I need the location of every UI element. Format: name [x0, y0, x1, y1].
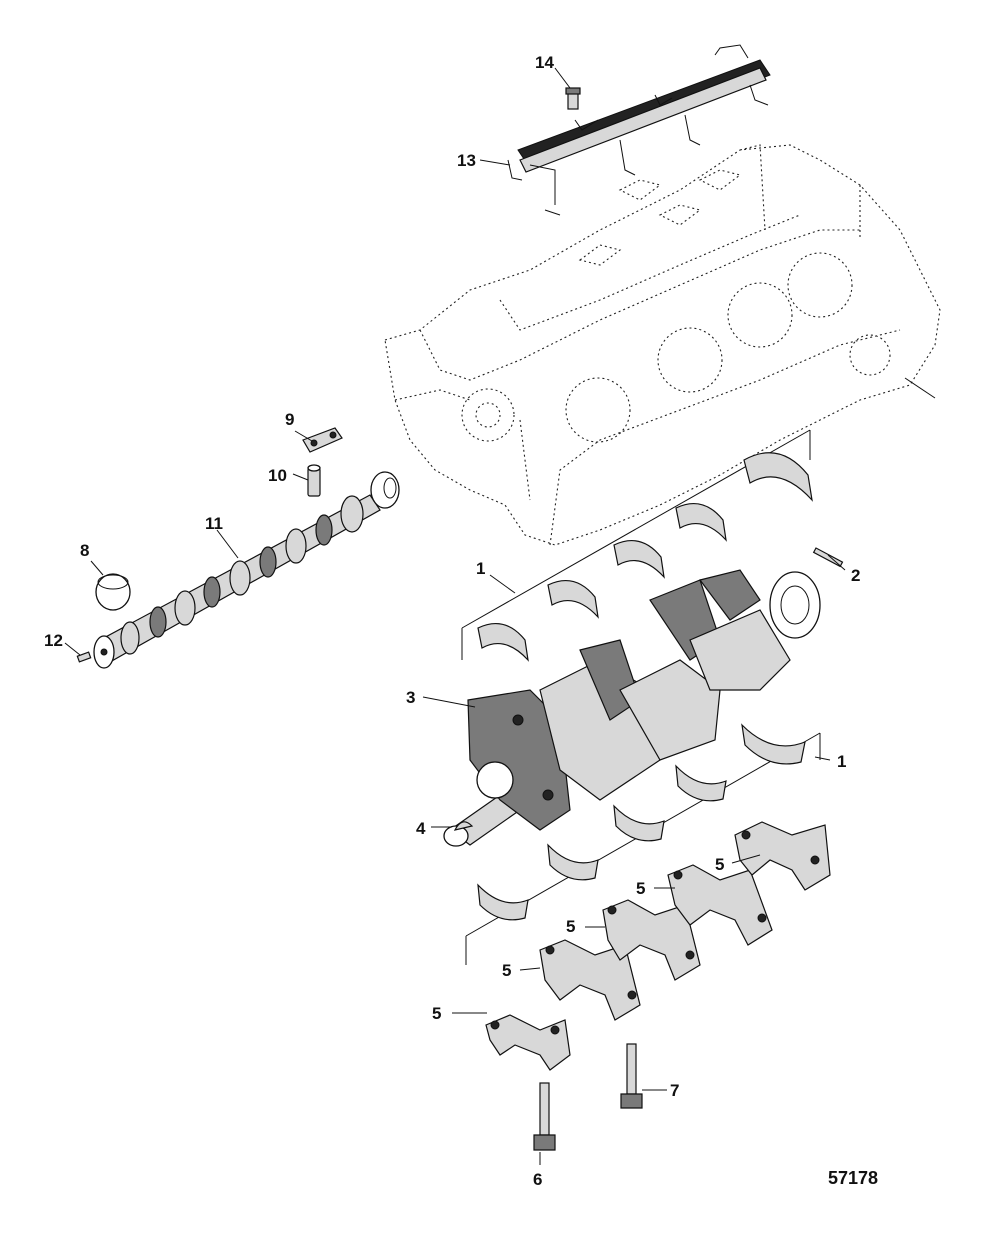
callout-10: 10: [268, 466, 287, 485]
camshaft: [93, 471, 400, 669]
main-bearing-caps: [485, 821, 831, 1071]
lower-bearing-set: [465, 723, 821, 965]
callout-5-cap-2: 5: [502, 961, 511, 980]
callout-1-lower: 1: [837, 752, 846, 771]
callout-5-cap-rear: 5: [715, 855, 724, 874]
hydraulic-lifter: [307, 464, 321, 497]
callout-11: 11: [205, 514, 223, 533]
callout-9: 9: [285, 410, 294, 429]
retainer-bolt: [565, 87, 581, 110]
main-bearing-bolt-short: [620, 1043, 643, 1109]
callout-5-cap-4: 5: [636, 879, 645, 898]
callout-13: 13: [457, 151, 476, 170]
callout-labels: 1 2 3 4 1 5 5 5 5 5 6 7 8 9 10 11 12 13 …: [44, 53, 860, 1189]
leader-lines: [64, 67, 846, 1165]
crankshaft: [443, 569, 821, 847]
callout-6: 6: [533, 1170, 542, 1189]
callout-14: 14: [535, 53, 554, 72]
camshaft-bearing: [95, 573, 131, 611]
callout-3: 3: [406, 688, 415, 707]
engine-block-outline: [384, 144, 941, 546]
callout-1-upper: 1: [476, 559, 485, 578]
crankshaft-key: [453, 821, 474, 831]
figure-number: 57178: [828, 1168, 878, 1188]
callout-5-cap-front: 5: [432, 1004, 441, 1023]
callout-12: 12: [44, 631, 63, 650]
callout-7: 7: [670, 1081, 679, 1100]
callout-2: 2: [851, 566, 860, 585]
callout-5-cap-3: 5: [566, 917, 575, 936]
callout-4: 4: [416, 819, 426, 838]
lifter-guide: [302, 427, 343, 453]
upper-bearing-set: [461, 429, 844, 662]
valve-lifter-guide-rail: [507, 44, 771, 216]
callout-8: 8: [80, 541, 89, 560]
main-bearing-bolt-long: [533, 1082, 556, 1151]
camshaft-dowel-pin: [76, 651, 92, 663]
